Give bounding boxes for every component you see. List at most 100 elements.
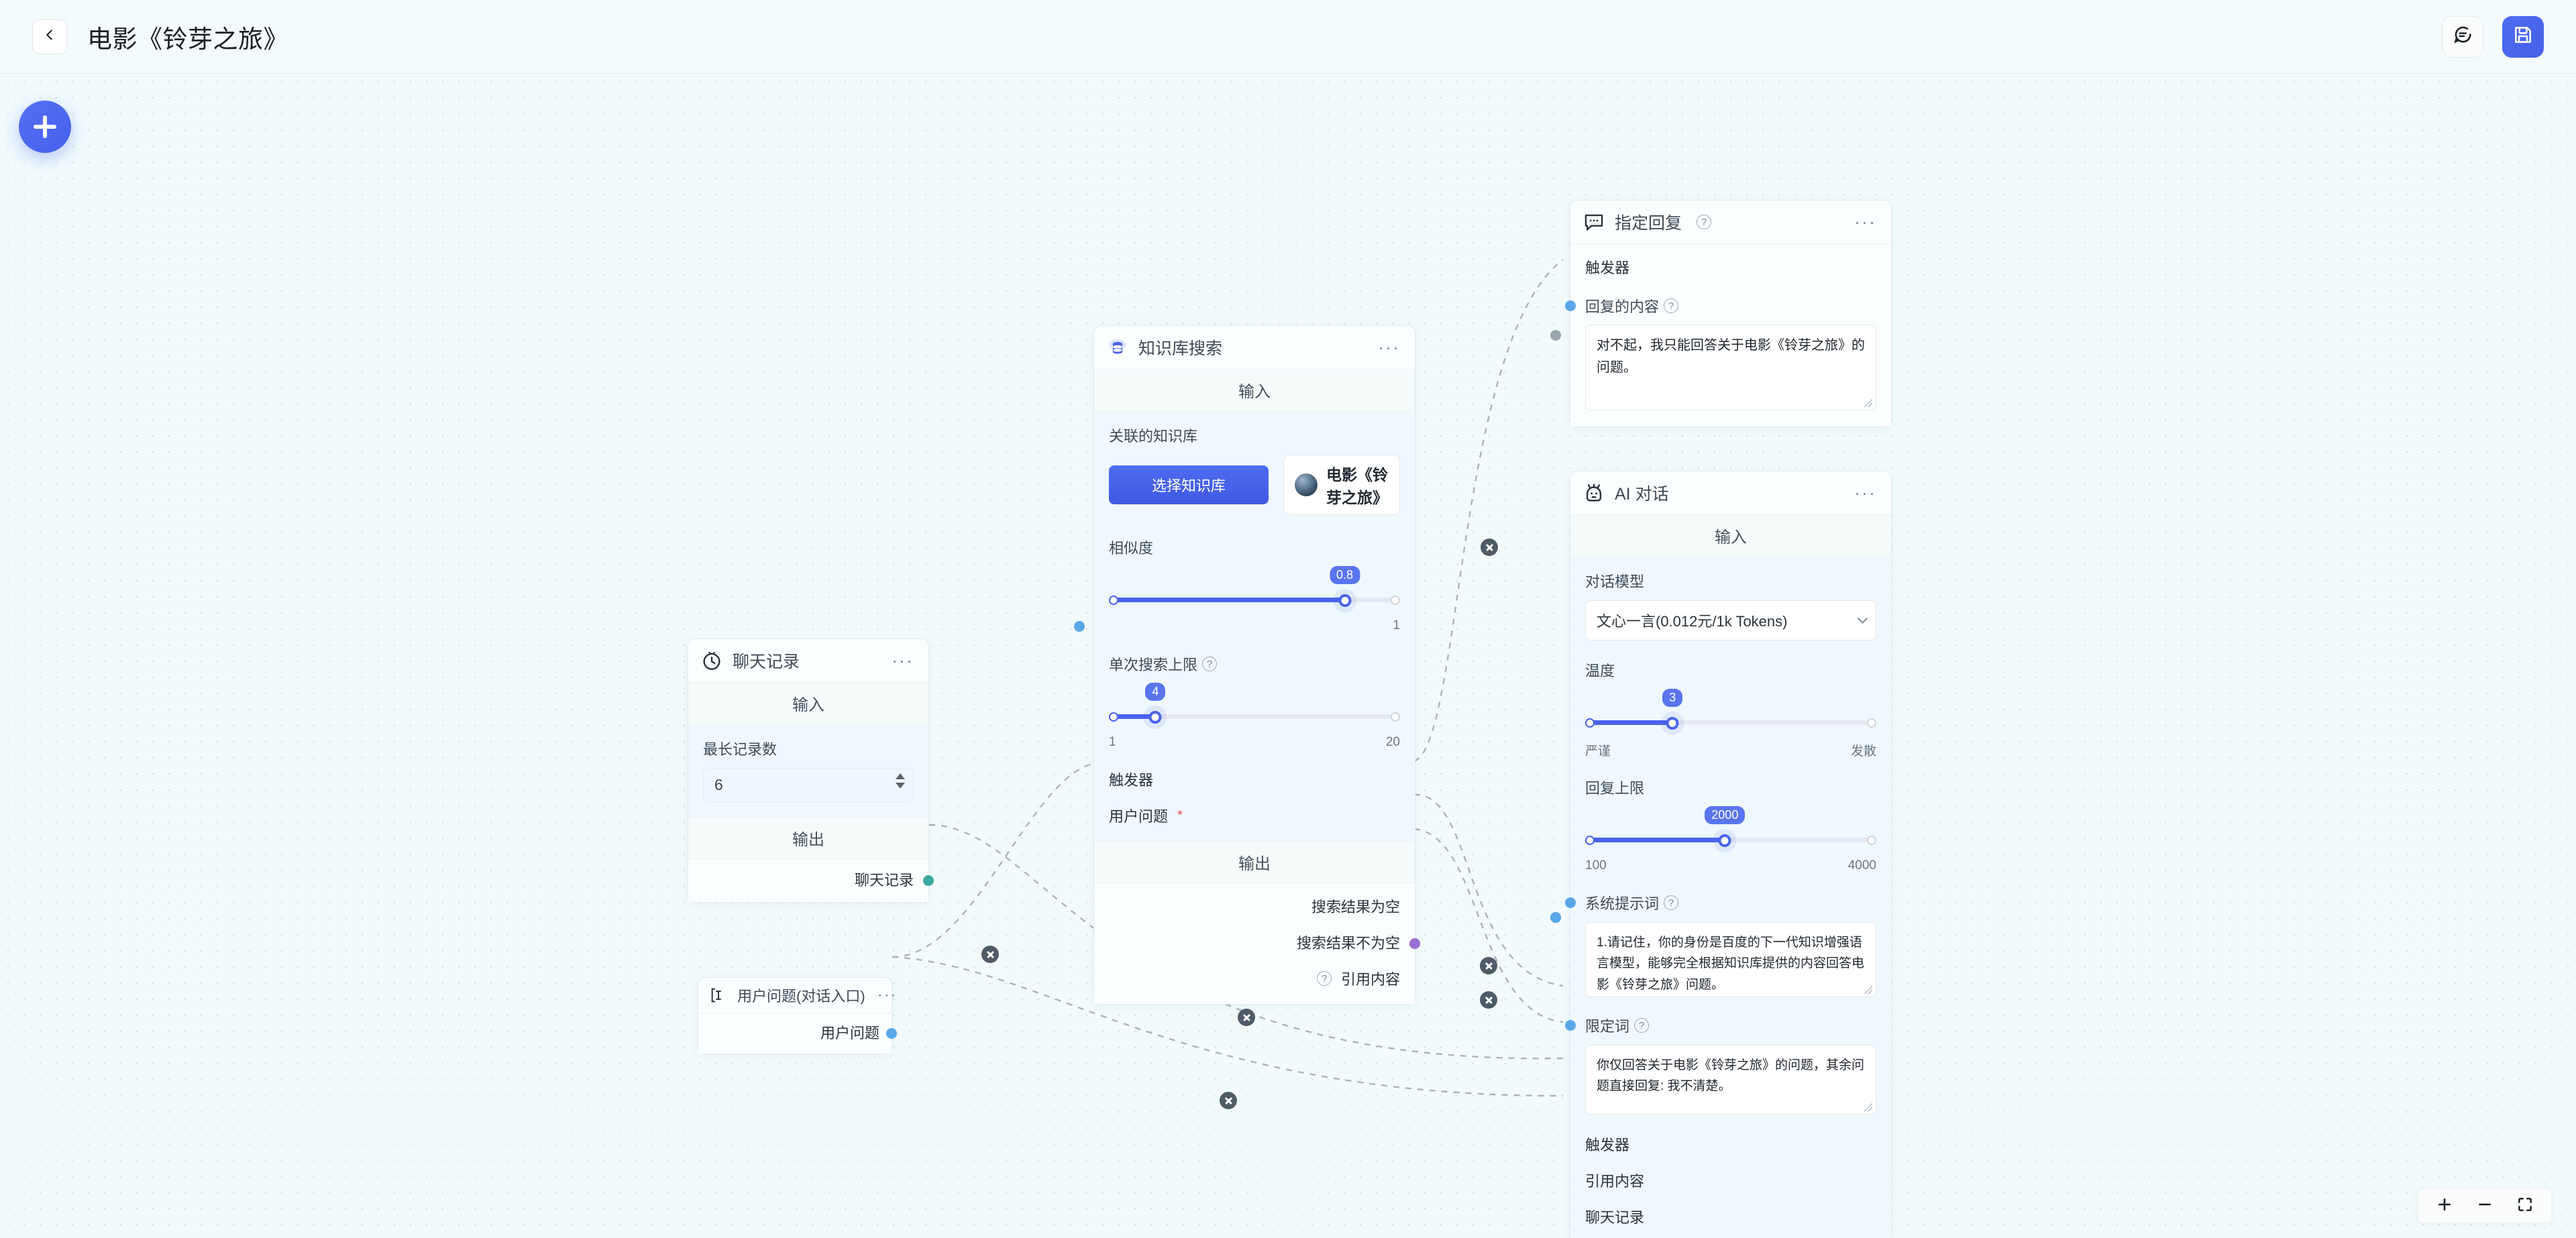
max-records-stepper[interactable]: 6 [703,768,914,802]
reply-content-textarea[interactable]: 对不起，我只能回答关于电影《铃芽之旅》的问题。 [1585,325,1876,410]
knowledge-base-name: 电影《铃芽之旅》 [1326,466,1388,506]
port-chat-history-in[interactable]: 聊天记录 [1550,912,1876,1227]
slider-knob[interactable] [1338,594,1352,607]
port-trigger-in[interactable]: 触发器 [1550,912,1876,1155]
fit-screen-button[interactable] [2516,1196,2534,1217]
port-handle-gray[interactable] [1550,330,1561,341]
edge-delete-button[interactable] [1238,1009,1255,1026]
slider-end-left [1585,836,1595,845]
port-result-not-empty-out[interactable]: 搜索结果不为空 [1109,932,1420,953]
port-quoted-content-out[interactable]: ? 引用内容 [1109,938,1420,989]
reply-content-label: 回复的内容 ? [1565,295,1876,317]
node-output-body: 聊天记录 [688,859,934,902]
help-icon[interactable]: ? [1664,895,1679,910]
search-limit-label: 单次搜索上限 ? [1109,653,1400,675]
edge-delete-button[interactable] [1481,539,1498,556]
save-button[interactable] [2502,15,2544,58]
help-icon[interactable]: ? [1316,971,1332,986]
edge-delete-button[interactable] [1480,991,1497,1009]
slider-knob[interactable] [1718,834,1731,847]
knowledge-base-chip[interactable]: 电影《铃芽之旅》 [1283,455,1400,515]
help-icon[interactable]: ? [1634,1018,1650,1033]
port-handle-blue[interactable] [886,1028,897,1039]
system-prompt-text: 系统提示词 [1585,895,1660,912]
slider-end-right [1867,836,1876,845]
system-prompt-field[interactable]: 1.请记住，你的身份是百度的下一代知识增强语言模型，能够完全根据知识库提供的内容… [1585,922,1876,997]
node-header[interactable]: 指定回复 ? ··· [1570,201,1891,244]
reply-limit-scale: 100 4000 [1585,858,1876,873]
node-chat-history[interactable]: 聊天记录 ··· 输入 最长记录数 6 输出 聊天记录 [688,638,934,903]
port-handle-teal[interactable] [923,875,934,886]
select-knowledge-base-button[interactable]: 选择知识库 [1109,465,1269,504]
temperature-min: 严谨 [1585,744,1611,758]
search-limit-slider[interactable]: 4 [1109,683,1400,728]
reply-limit-slider[interactable]: 2000 [1585,806,1876,852]
node-output-body: 用户问题 [698,1013,897,1054]
slider-knob[interactable] [1148,711,1162,724]
port-chat-history-out[interactable]: 聊天记录 [703,868,934,890]
port-user-question-out[interactable]: 用户问题 [710,1021,897,1043]
node-knowledge-base-search[interactable]: 知识库搜索 ··· 输入 关联的知识库 选择知识库 电影《铃芽之旅》 相似度 0… [1074,325,1420,1005]
node-input-body: 关联的知识库 选择知识库 电影《铃芽之旅》 相似度 0.8 1 [1074,411,1415,841]
node-menu-button[interactable]: ··· [1378,337,1400,357]
similarity-slider[interactable]: 0.8 [1109,566,1400,612]
temperature-slider[interactable]: 3 [1585,689,1876,734]
page-title: 电影《铃芽之旅》 [87,25,288,53]
model-select[interactable]: 文心一言(0.012元/1k Tokens) [1585,600,1876,640]
port-handle-blue[interactable] [1565,897,1576,908]
workflow-canvas[interactable]: 聊天记录 ··· 输入 最长记录数 6 输出 聊天记录 [0,74,2576,1238]
port-handle-blue[interactable] [1074,620,1085,632]
port-result-empty-out[interactable]: 搜索结果为空 [1109,895,1420,949]
zoom-controls[interactable] [2418,1188,2552,1223]
qualifier-textarea[interactable]: 你仅回答关于电影《铃芽之旅》的问题，其余问题直接回复: 我不清楚。 [1585,1045,1876,1115]
node-header[interactable]: 聊天记录 ··· [688,639,928,683]
port-handle-blue[interactable] [1565,1020,1576,1031]
related-kb-row: 选择知识库 电影《铃芽之旅》 [1109,455,1400,515]
help-icon[interactable]: ? [1697,215,1712,229]
add-node-button[interactable] [19,101,71,153]
node-user-question-entry[interactable]: 用户问题(对话入口) ··· 用户问题 [698,977,897,1054]
help-icon[interactable]: ? [1664,298,1679,313]
node-menu-button[interactable]: ··· [1854,483,1876,503]
edge-delete-button[interactable] [981,946,999,963]
port-handle-purple[interactable] [1409,938,1420,949]
slider-fill [1109,598,1345,602]
stepper-down-icon[interactable] [896,783,905,789]
knowledge-base-avatar [1295,473,1318,496]
zoom-out-button[interactable] [2476,1196,2493,1217]
node-specified-reply[interactable]: 指定回复 ? ··· 触发器 回复的内容 ? 对不起，我只能回答关于电影《铃芽之… [1550,200,1892,427]
chat-bubble-icon [2452,24,2473,49]
reply-limit-max: 4000 [1847,858,1876,873]
node-menu-button[interactable]: ··· [892,651,914,671]
comment-button[interactable] [2442,15,2483,58]
port-trigger-in[interactable]: 触发器 [1074,620,1400,790]
back-button[interactable] [32,19,67,54]
slider-track [1585,720,1876,725]
node-header[interactable]: 知识库搜索 ··· [1094,326,1415,370]
zoom-in-button[interactable] [2436,1196,2453,1217]
slider-knob[interactable] [1666,717,1679,730]
edge-delete-button[interactable] [1480,957,1497,974]
slider-fill [1585,838,1725,842]
node-menu-button[interactable]: ··· [877,986,898,1004]
edge-delete-button[interactable] [1220,1092,1237,1109]
port-quoted-content-in[interactable]: 引用内容 [1550,912,1876,1191]
system-prompt-textarea[interactable]: 1.请记住，你的身份是百度的下一代知识增强语言模型，能够完全根据知识库提供的内容… [1585,922,1876,997]
node-header[interactable]: AI 对话 ··· [1570,471,1891,515]
reply-content-field[interactable]: 对不起，我只能回答关于电影《铃芽之旅》的问题。 [1585,325,1876,410]
stepper-arrows[interactable] [896,773,905,789]
help-icon[interactable]: ? [1202,657,1218,671]
qualifier-field[interactable]: 你仅回答关于电影《铃芽之旅》的问题，其余问题直接回复: 我不清楚。 [1585,1045,1876,1115]
port-handle-blue[interactable] [1565,300,1576,311]
node-ai-chat[interactable]: AI 对话 ··· 输入 对话模型 文心一言(0.012元/1k Tokens)… [1550,471,1892,1238]
slider-track [1109,714,1400,719]
node-header[interactable]: 用户问题(对话入口) ··· [698,978,896,1013]
port-user-question-in[interactable]: 用户问题 * [1074,620,1400,826]
node-menu-button[interactable]: ··· [1854,212,1876,232]
stepper-up-icon[interactable] [896,773,905,779]
port-handle-blue[interactable] [1550,912,1561,923]
port-trigger-in[interactable]: 触发器 [1550,256,1876,341]
reply-limit-min: 100 [1585,858,1607,873]
search-limit-value: 4 [1145,683,1166,701]
slider-end-left [1585,718,1595,728]
